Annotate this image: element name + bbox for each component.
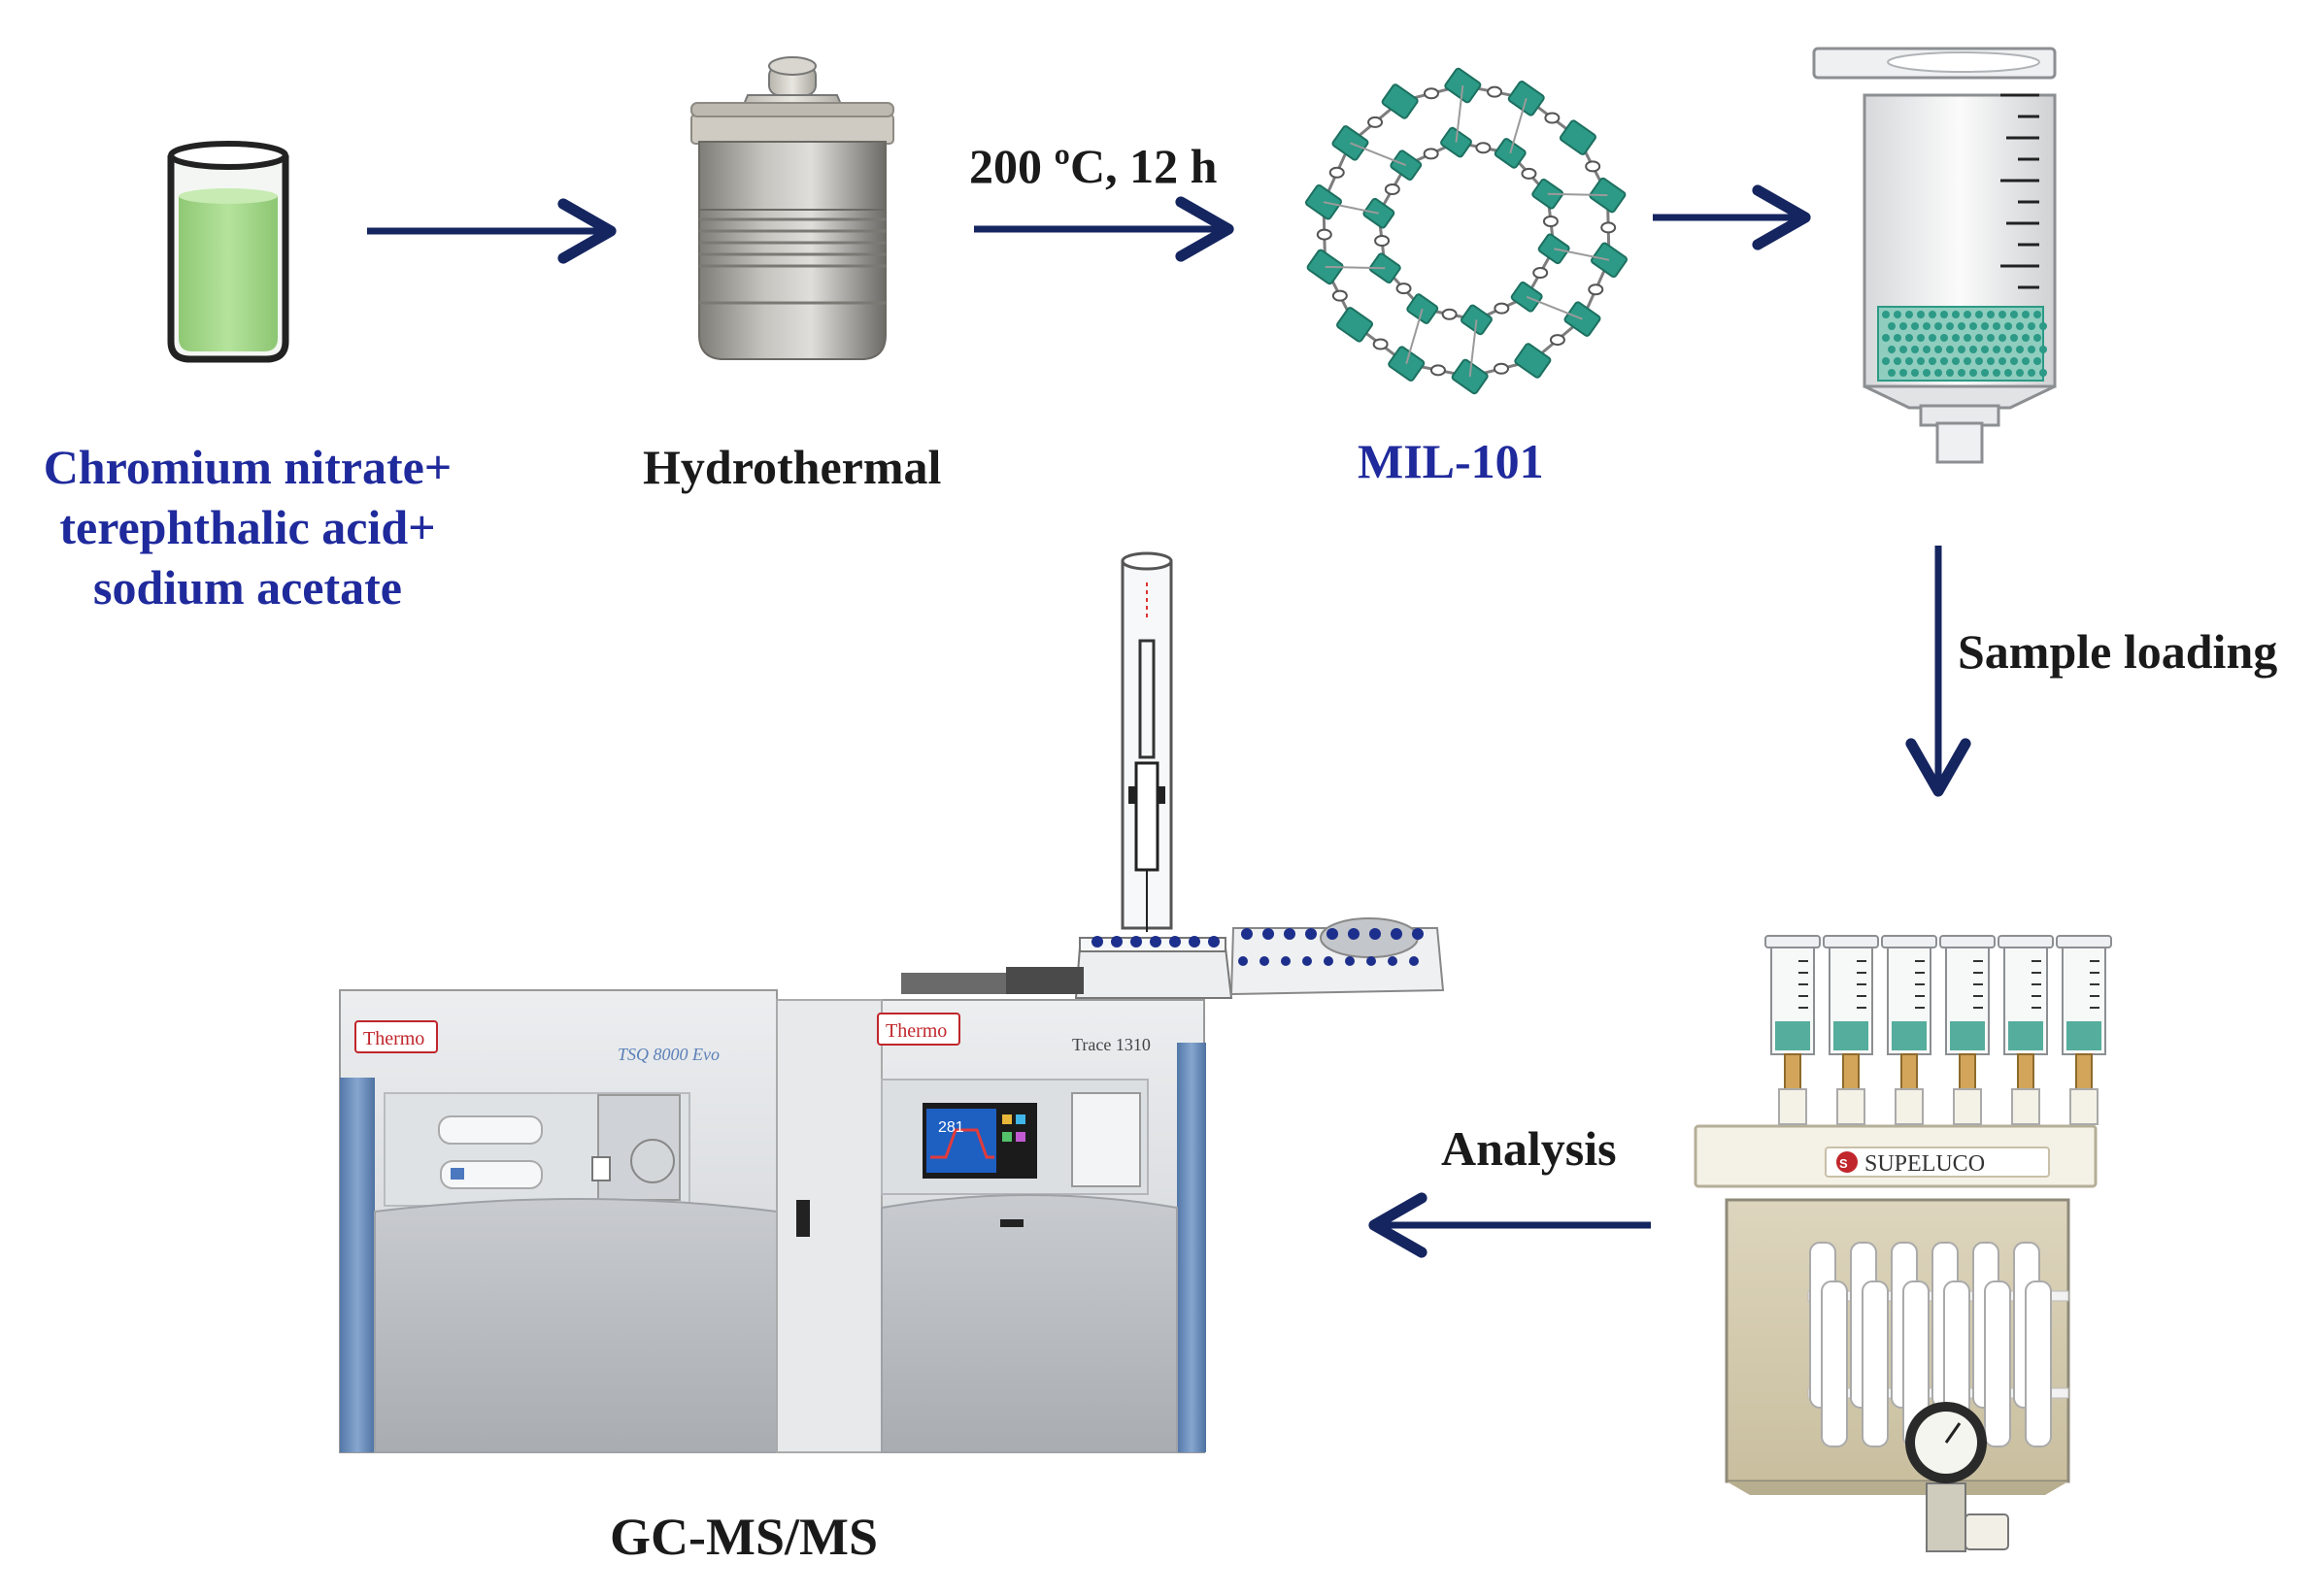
hydrothermal-label: Hydrothermal bbox=[643, 440, 942, 494]
ms-model: TSQ 8000 Evo bbox=[618, 1045, 720, 1064]
gc-model: Trace 1310 bbox=[1072, 1035, 1151, 1054]
svg-text:S: S bbox=[1839, 1156, 1848, 1171]
analysis-label: Analysis bbox=[1441, 1121, 1617, 1176]
reagent-line-3: sodium acetate bbox=[93, 560, 402, 615]
spe-cartridge-icon bbox=[1812, 47, 2057, 464]
sample-loading-label: Sample loading bbox=[1958, 624, 2278, 679]
ms-brand: Thermo bbox=[363, 1028, 424, 1049]
mof-label: MIL-101 bbox=[1358, 434, 1544, 488]
reagent-line-1: Chromium nitrate+ bbox=[43, 440, 453, 494]
gc-screen-value: 281 bbox=[938, 1119, 964, 1136]
beaker-icon bbox=[167, 141, 289, 363]
instrument-label: GC-MS/MS bbox=[610, 1508, 878, 1566]
autoclave-icon bbox=[690, 56, 894, 360]
manifold-brand: SUPELUCO bbox=[1864, 1151, 1985, 1177]
reagent-line-2: terephthalic acid+ bbox=[59, 500, 436, 554]
reagents-label: Chromium nitrate+ terephthalic acid+ sod… bbox=[0, 437, 495, 617]
condition-label: 200 ºC, 12 h bbox=[969, 139, 1218, 193]
spe-manifold-icon: S SUPELUCO bbox=[1694, 935, 2112, 1552]
pressure-gauge-icon bbox=[1905, 1402, 2009, 1552]
gc-msms-instrument-icon: Thermo TSQ 8000 Evo Thermo Trace 1310 28… bbox=[339, 551, 1445, 1453]
mof-structure-icon bbox=[1304, 67, 1629, 395]
gc-brand: Thermo bbox=[886, 1020, 947, 1042]
autosampler-icon bbox=[1074, 551, 1445, 999]
